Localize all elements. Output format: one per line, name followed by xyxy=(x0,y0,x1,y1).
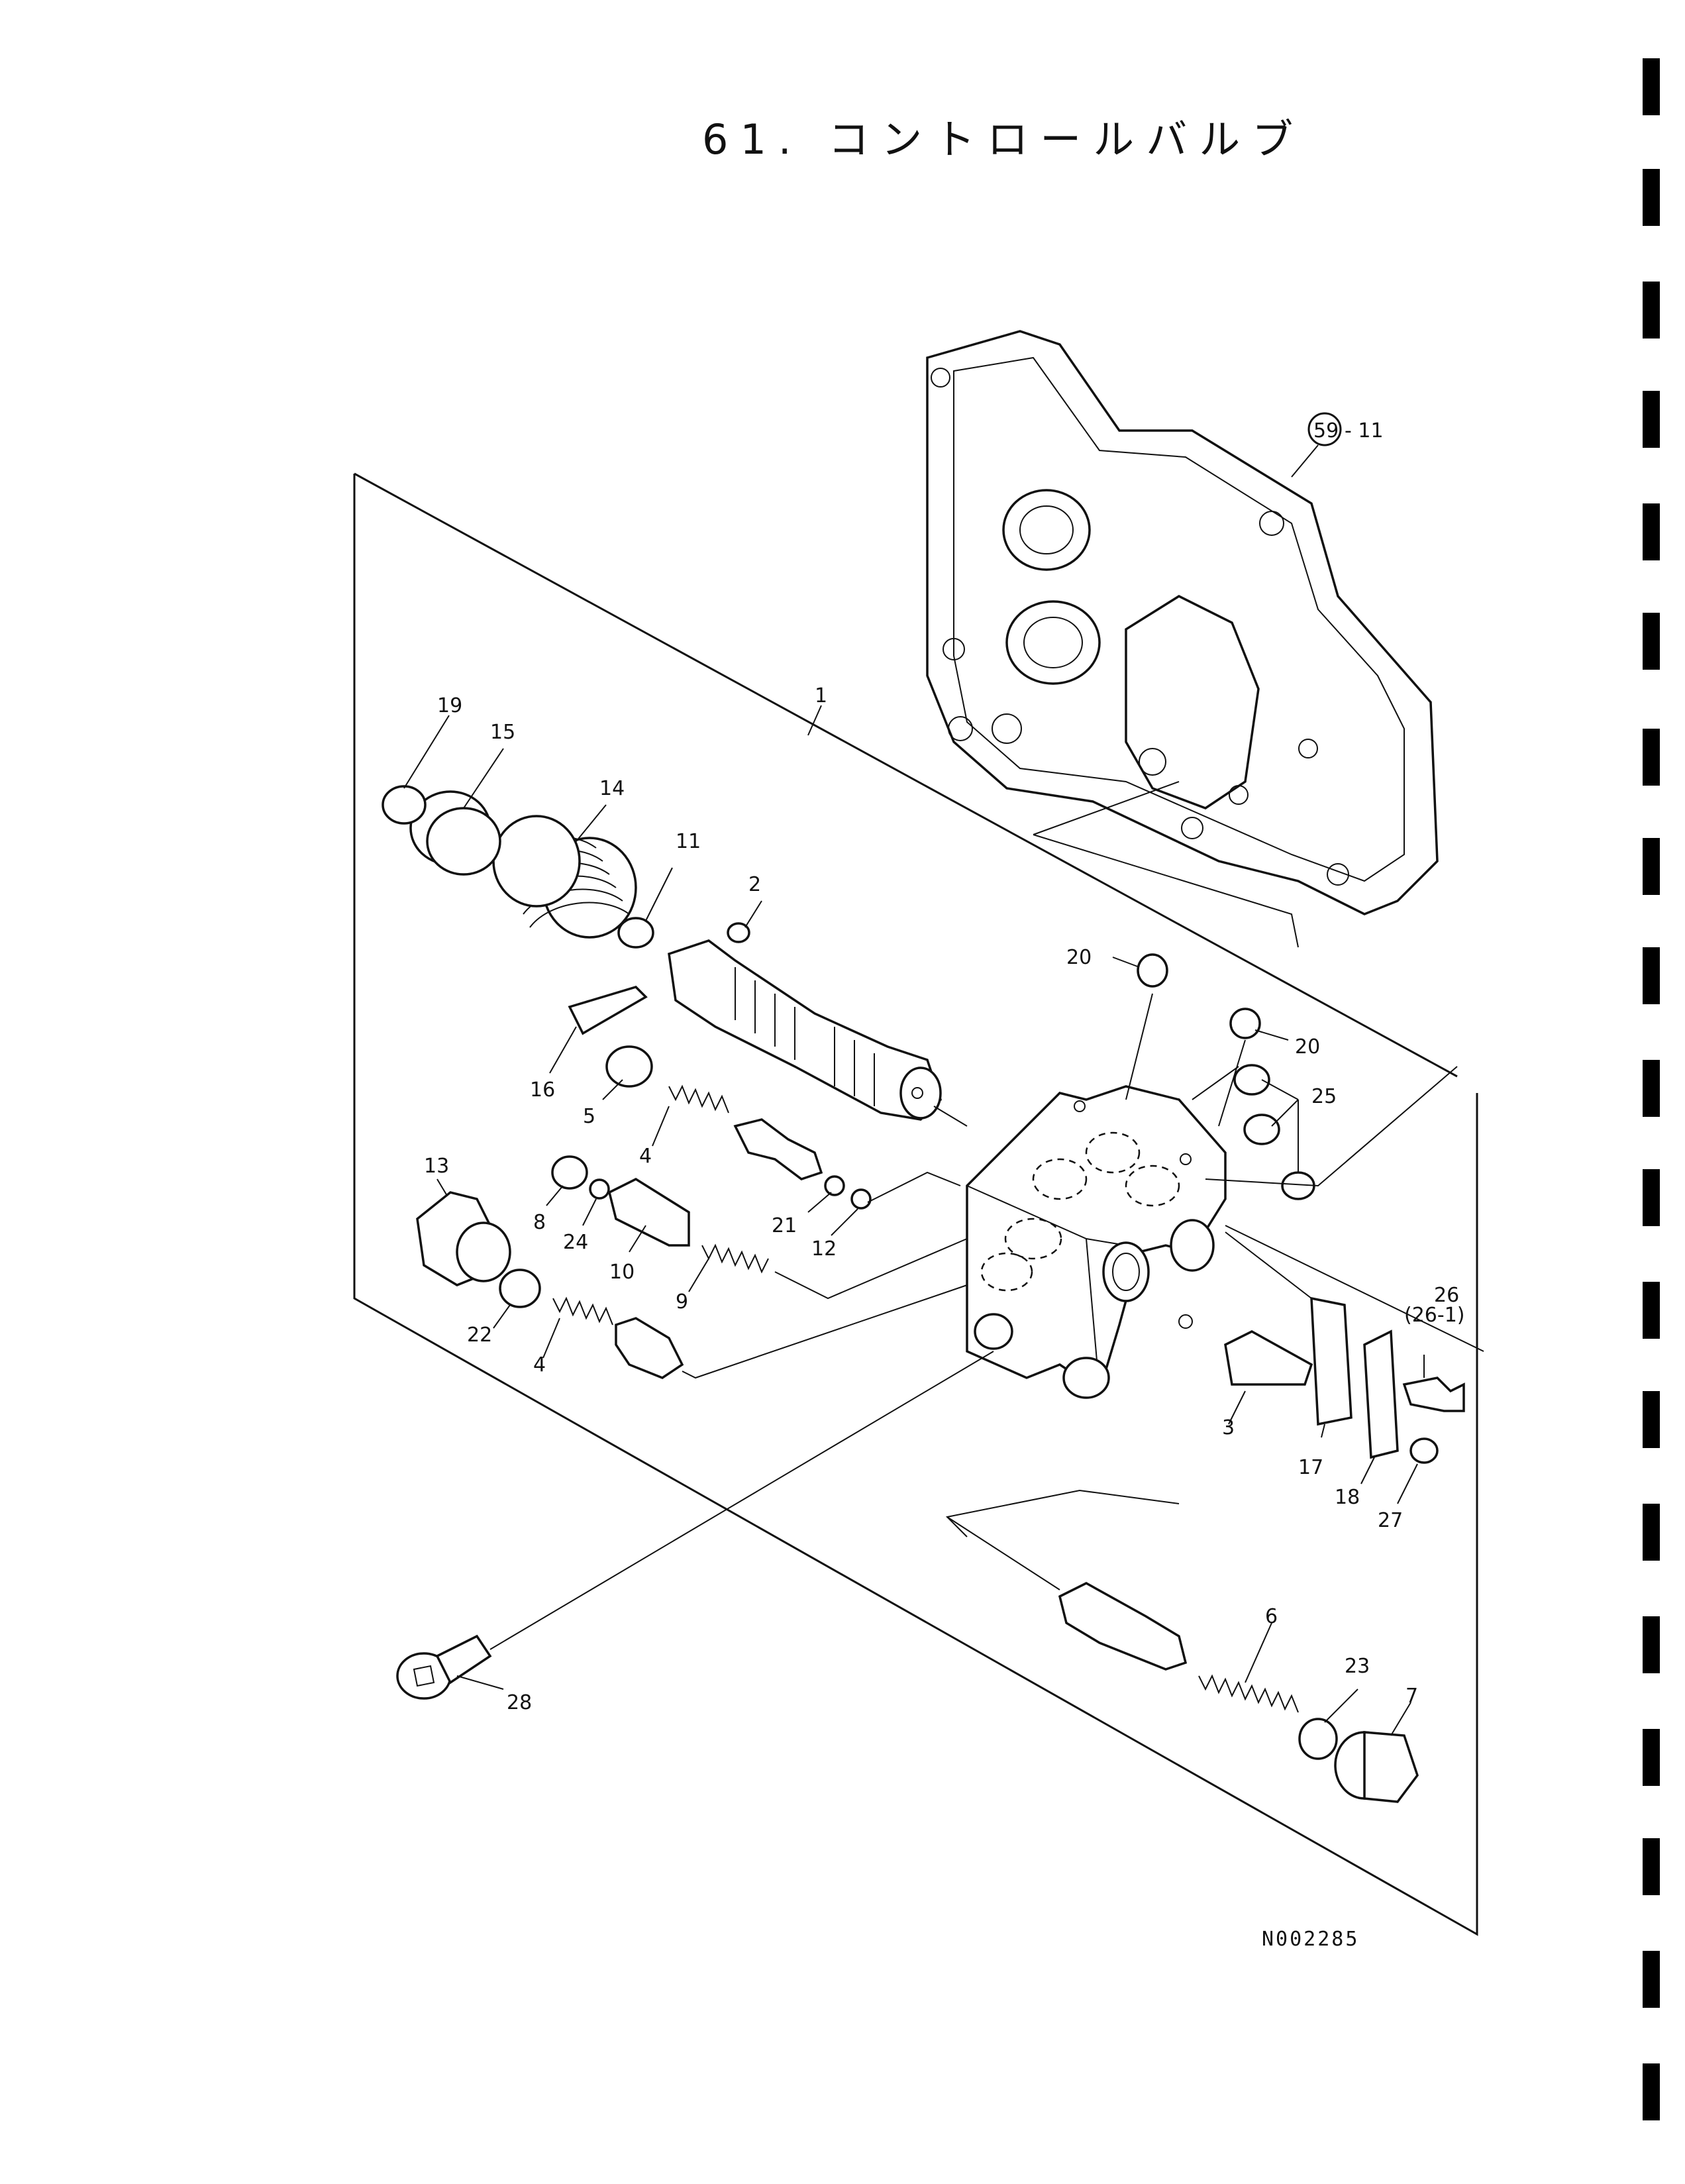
callout-4-lower: 4 xyxy=(533,1353,546,1377)
callout-ref-suffix: - 11 xyxy=(1345,419,1384,442)
o-ring-25b-part xyxy=(1243,1114,1280,1145)
washer-12-part xyxy=(850,1188,872,1210)
pin-3-part xyxy=(1224,1330,1313,1386)
assembly-outline xyxy=(353,472,1478,1936)
spool-10-part xyxy=(607,1177,690,1247)
washer-21-part xyxy=(824,1175,845,1196)
poppet-part xyxy=(615,1317,684,1379)
callout-9: 9 xyxy=(676,1290,688,1314)
spring-4-upper-part xyxy=(668,1084,729,1114)
callout-8: 8 xyxy=(533,1211,546,1234)
callout-26-1: (26-1) xyxy=(1404,1304,1465,1327)
callout-15: 15 xyxy=(490,721,515,744)
callout-20-lower: 20 xyxy=(1295,1035,1320,1059)
callout-4-upper: 4 xyxy=(639,1145,652,1168)
callout-27: 27 xyxy=(1378,1509,1403,1532)
callout-12: 12 xyxy=(811,1237,837,1261)
plate-17-part xyxy=(1310,1296,1353,1426)
callout-10: 10 xyxy=(609,1261,635,1284)
o-ring-22-part xyxy=(499,1269,541,1308)
callout-11: 11 xyxy=(676,830,701,853)
pin-16-part xyxy=(568,986,648,1035)
snap-ring-2-part xyxy=(727,922,750,943)
pilot-spool-part xyxy=(733,1118,823,1180)
callout-26: 26 xyxy=(1434,1284,1459,1307)
relief-spool-part xyxy=(1058,1582,1188,1671)
leader-lines xyxy=(403,705,1425,1736)
callout-25: 25 xyxy=(1311,1085,1337,1108)
plug-20b-part xyxy=(1229,1008,1261,1039)
spring-9-part xyxy=(701,1243,769,1274)
o-ring-23-part xyxy=(1298,1718,1338,1760)
callout-1: 1 xyxy=(815,684,827,707)
callout-6: 6 xyxy=(1265,1605,1278,1628)
callout-18: 18 xyxy=(1335,1486,1360,1509)
assembly-guide-lines xyxy=(489,993,1484,1650)
callout-20-upper: 20 xyxy=(1066,946,1092,969)
callout-13: 13 xyxy=(424,1155,449,1178)
o-ring-24-part xyxy=(589,1178,610,1200)
callout-7: 7 xyxy=(1405,1685,1418,1708)
transmission-cover-part xyxy=(926,330,1439,948)
main-spool-part xyxy=(668,939,943,1121)
bolt-28-part xyxy=(396,1634,492,1700)
callout-23: 23 xyxy=(1345,1655,1370,1678)
plug-11-part xyxy=(617,917,654,949)
plug-7-part xyxy=(1334,1731,1419,1803)
spring-14-part xyxy=(492,815,637,939)
callout-5: 5 xyxy=(583,1105,595,1128)
callout-16: 16 xyxy=(530,1078,555,1102)
callout-2: 2 xyxy=(748,873,761,896)
callout-17: 17 xyxy=(1298,1456,1323,1479)
retainer-15-part xyxy=(409,790,501,876)
drawing-number: N002285 xyxy=(1262,1928,1360,1951)
callout-ref-circle: 59 xyxy=(1313,419,1339,442)
callout-labels: 1 2 3 4 4 5 6 7 8 9 10 11 12 13 14 15 16… xyxy=(424,684,1465,1714)
snap-ring-19-part xyxy=(382,785,427,825)
callout-24: 24 xyxy=(563,1231,588,1254)
spring-6-part xyxy=(1198,1674,1299,1713)
collar-5-part xyxy=(605,1045,653,1088)
callout-22: 22 xyxy=(467,1324,492,1347)
bolt-26-part xyxy=(1402,1377,1465,1412)
o-ring-25a-part xyxy=(1233,1064,1270,1096)
binding-edge-marks xyxy=(1643,58,1660,2120)
ref-circle xyxy=(1307,412,1342,446)
callout-28: 28 xyxy=(507,1691,532,1714)
spring-4-lower-part xyxy=(552,1296,613,1326)
plate-18-part xyxy=(1363,1329,1399,1459)
cap-13-part xyxy=(416,1191,511,1286)
page-title: 61. コントロールバルブ xyxy=(702,115,1305,164)
callout-14: 14 xyxy=(599,777,625,800)
plug-8-part xyxy=(551,1155,588,1190)
plug-20a-part xyxy=(1137,953,1168,988)
callout-21: 21 xyxy=(772,1214,797,1237)
callout-19: 19 xyxy=(437,694,462,717)
valve-body-part xyxy=(966,1085,1227,1399)
nut-27-part xyxy=(1409,1437,1439,1464)
callout-3: 3 xyxy=(1222,1416,1235,1439)
